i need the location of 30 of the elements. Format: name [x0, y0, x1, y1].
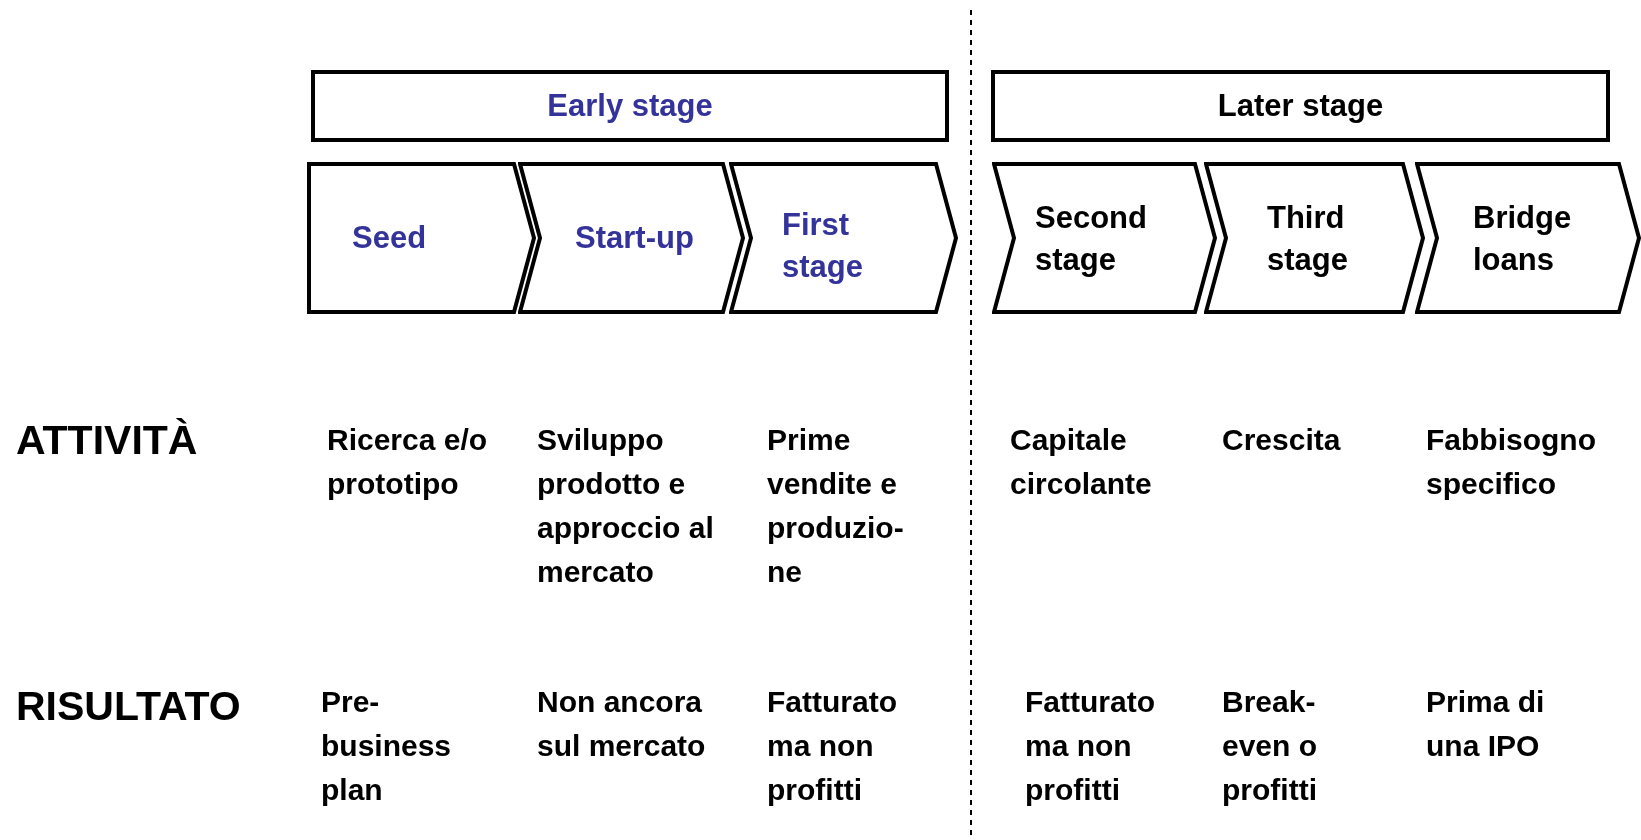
chevron-shape	[518, 162, 745, 314]
stage-band	[991, 70, 1610, 142]
table-text: Fatturato ma non profitti	[767, 684, 898, 808]
table-text: Capitale circolante	[1010, 422, 1153, 502]
chevron-shape	[1204, 162, 1425, 314]
stage-label: Bridge loans	[1473, 199, 1573, 279]
chevron-shape	[729, 162, 958, 314]
table-text: Fatturato ma non profitti	[1025, 684, 1156, 808]
chevron-shape	[992, 162, 1217, 314]
stage-label: Later stage	[1217, 87, 1384, 125]
table-text: Fabbisogno specifico	[1426, 422, 1597, 502]
row-heading: RISULTATO	[16, 684, 242, 728]
table-text: Prima di una IPO	[1426, 684, 1546, 764]
stage-label: Seed	[352, 219, 428, 257]
table-text: Prime vendite e produzio-ne	[767, 422, 905, 590]
stage-band	[311, 70, 949, 142]
table-text: Pre-business plan	[321, 684, 453, 808]
row-heading: ATTIVITÀ	[16, 418, 199, 462]
stage-label: Early stage	[547, 87, 713, 125]
table-text: Break-even o profitti	[1222, 684, 1319, 808]
stage-label: Third stage	[1267, 199, 1349, 279]
table-text: Crescita	[1222, 422, 1342, 458]
table-text: Ricerca e/o prototipo	[327, 422, 489, 502]
table-text: Non ancora sul mercato	[537, 684, 707, 764]
chevron-shape	[307, 162, 536, 314]
chevron-shape	[1415, 162, 1641, 314]
table-text: Sviluppo prodotto e approccio al mercato	[537, 422, 715, 590]
stage-label: Start-up	[575, 219, 695, 257]
stage-label: First stage	[782, 206, 864, 286]
stage-label: Second stage	[1035, 199, 1148, 279]
